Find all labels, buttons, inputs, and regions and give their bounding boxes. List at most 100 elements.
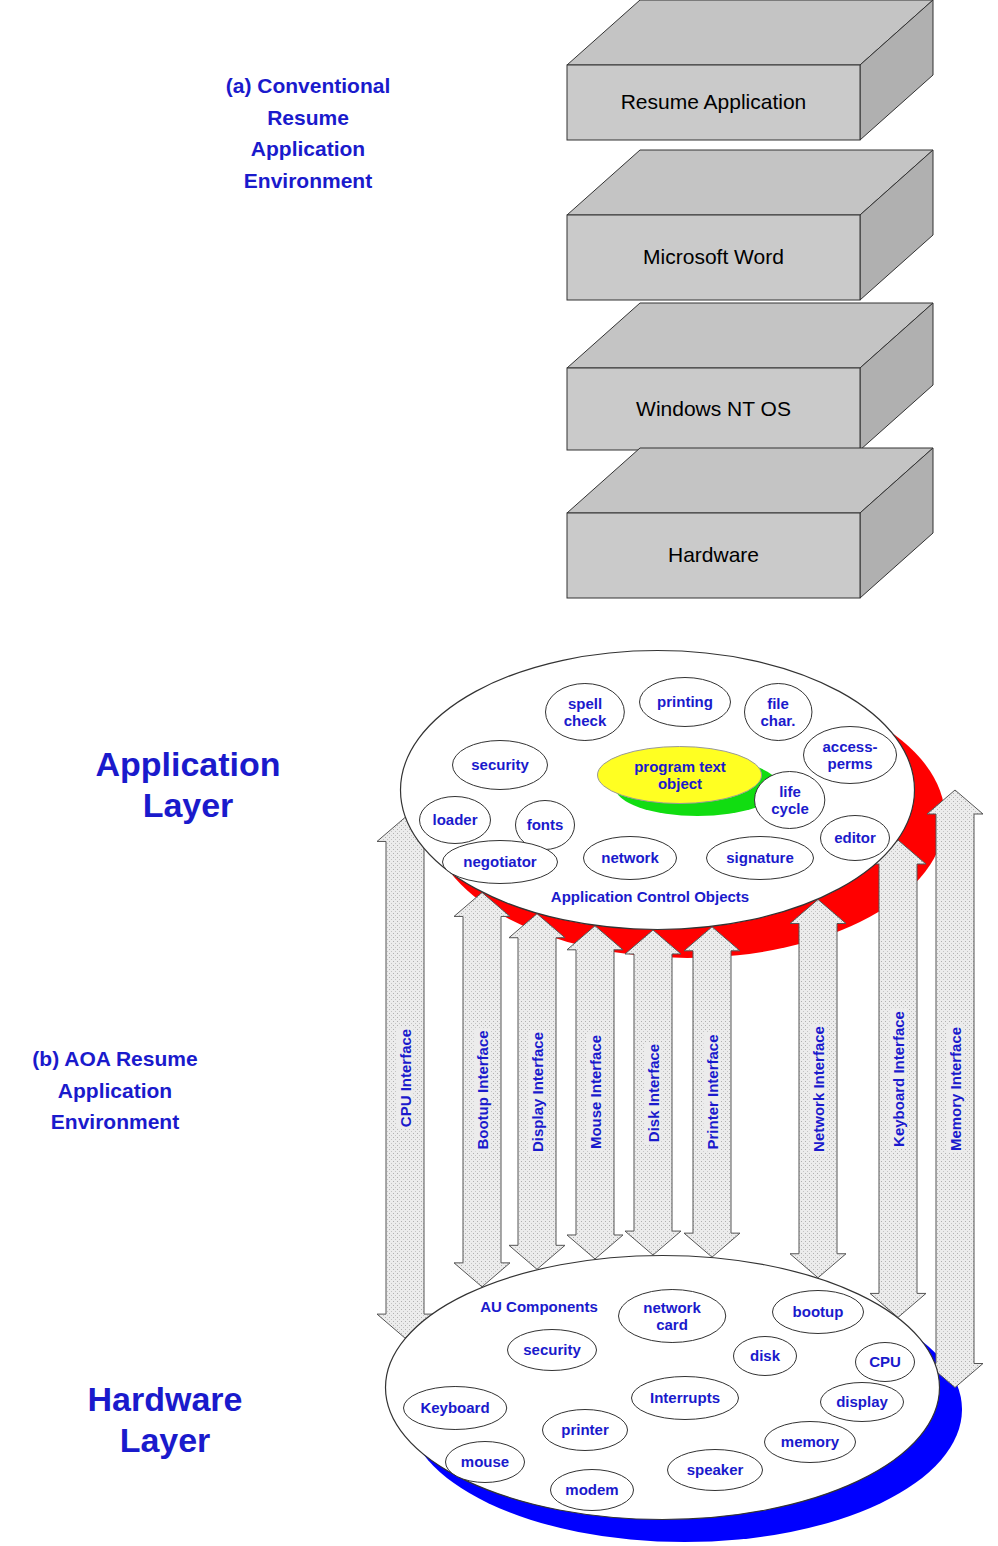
caption-label: Hardware Layer bbox=[45, 1379, 285, 1461]
interface-label: Keyboard Interface bbox=[890, 1009, 907, 1149]
node-label: Interrupts bbox=[650, 1389, 720, 1406]
interface-arrow bbox=[454, 892, 510, 1286]
caption-label: (a) Conventional Resume Application Envi… bbox=[213, 70, 403, 196]
ellipse-shape bbox=[821, 816, 890, 861]
ellipse-shape bbox=[755, 772, 825, 829]
component-ellipse: security bbox=[452, 740, 548, 790]
layer-ellipse: AU Componentsnetwork cardbootupsecurityd… bbox=[385, 1255, 940, 1520]
box-front bbox=[567, 65, 860, 140]
layer-title: Application Control Objects bbox=[551, 888, 749, 905]
layer-box: Microsoft Word bbox=[567, 215, 860, 300]
node-label: Keyboard bbox=[420, 1399, 489, 1416]
interface-label: Memory Interface bbox=[947, 1025, 964, 1153]
node-label: program text object bbox=[624, 758, 736, 793]
layer-box: Windows NT OS bbox=[567, 368, 860, 450]
interface-arrow bbox=[509, 914, 565, 1270]
node-label: memory bbox=[781, 1433, 839, 1450]
box-front bbox=[567, 368, 860, 450]
node-label: editor bbox=[834, 829, 876, 846]
component-ellipse: signature bbox=[706, 836, 814, 880]
ellipse-shape bbox=[543, 1410, 628, 1451]
node-label: loader bbox=[432, 811, 477, 828]
interface-label: CPU Interface bbox=[397, 1027, 414, 1129]
interface-arrow bbox=[927, 790, 983, 1388]
box-side bbox=[860, 448, 933, 598]
interface-label: Bootup Interface bbox=[474, 1028, 491, 1151]
ellipse-shape bbox=[598, 747, 762, 804]
interface-arrow bbox=[377, 817, 433, 1338]
interface-arrow bbox=[684, 927, 740, 1257]
node-label: printer bbox=[561, 1421, 609, 1438]
interface-arrow bbox=[625, 930, 681, 1255]
component-ellipse: printer bbox=[542, 1409, 628, 1451]
interface-label: Network Interface bbox=[810, 1024, 827, 1154]
component-ellipse: editor bbox=[820, 815, 890, 861]
node-label: Windows NT OS bbox=[636, 397, 791, 421]
component-ellipse: access-perms bbox=[803, 726, 897, 784]
box-side bbox=[860, 0, 933, 140]
ellipse-shape bbox=[443, 841, 558, 884]
node-label: fonts bbox=[527, 816, 564, 833]
layer-box: Resume Application bbox=[567, 65, 860, 140]
interface-label: Disk Interface bbox=[645, 1041, 662, 1143]
node-label: security bbox=[523, 1341, 581, 1358]
box-3d bbox=[567, 448, 933, 598]
node-label: access-perms bbox=[819, 738, 881, 773]
component-ellipse: mouse bbox=[445, 1441, 525, 1483]
node-label: life cycle bbox=[767, 783, 813, 818]
node-label: network card bbox=[636, 1299, 708, 1334]
node-label: Resume Application bbox=[621, 90, 807, 114]
caption-label: Application Layer bbox=[68, 744, 308, 826]
ellipse-shape bbox=[707, 837, 814, 880]
ellipse-shape bbox=[821, 1383, 904, 1422]
ellipse-shape bbox=[640, 678, 731, 727]
node-label: file char. bbox=[756, 695, 800, 730]
component-ellipse: printing bbox=[639, 677, 731, 727]
layer-box: Hardware bbox=[567, 513, 860, 598]
component-ellipse: spell check bbox=[545, 683, 625, 741]
node-label: Microsoft Word bbox=[643, 245, 784, 269]
node-label: network bbox=[601, 849, 659, 866]
node-label: speaker bbox=[687, 1461, 744, 1478]
node-label: negotiator bbox=[463, 853, 536, 870]
interface-label: Display Interface bbox=[529, 1029, 546, 1153]
component-ellipse: Interrupts bbox=[631, 1376, 739, 1420]
ellipse-shape bbox=[420, 797, 491, 844]
component-ellipse: display bbox=[820, 1382, 904, 1422]
component-ellipse: bootup bbox=[772, 1290, 864, 1334]
interface-label: Printer Interface bbox=[704, 1032, 721, 1151]
box-side bbox=[860, 150, 933, 300]
node-label: signature bbox=[726, 849, 794, 866]
ellipse-shape bbox=[734, 1337, 797, 1376]
layer-ellipse: Application Control Objects spell check pr… bbox=[400, 650, 915, 930]
component-ellipse: file char. bbox=[744, 683, 812, 741]
component-ellipse: disk bbox=[733, 1336, 797, 1376]
component-ellipse: security bbox=[507, 1329, 597, 1371]
component-ellipse: Keyboard bbox=[403, 1386, 507, 1430]
ellipse-shape bbox=[803, 727, 896, 784]
node-label: disk bbox=[750, 1347, 780, 1364]
ellipse-shape bbox=[744, 684, 811, 741]
ellipse-shape bbox=[856, 1343, 915, 1382]
node-label: printing bbox=[657, 693, 713, 710]
caption-label: (b) AOA Resume Application Environment bbox=[20, 1043, 210, 1138]
layer-ellipse-shape bbox=[386, 1256, 940, 1520]
node-label: security bbox=[471, 756, 529, 773]
node-label: Hardware bbox=[668, 543, 759, 567]
ellipse-shape bbox=[632, 1377, 739, 1420]
node-label: bootup bbox=[793, 1303, 844, 1320]
component-ellipse: program text object bbox=[597, 746, 762, 804]
component-ellipse: loader bbox=[419, 796, 491, 844]
box-3d bbox=[567, 303, 933, 450]
box-front bbox=[567, 513, 860, 598]
ellipse-shape bbox=[551, 1470, 634, 1511]
ellipse-shape bbox=[446, 1442, 525, 1483]
ellipse-shape bbox=[546, 684, 625, 741]
component-ellipse: life cycle bbox=[754, 771, 825, 829]
node-label: display bbox=[836, 1393, 888, 1410]
component-ellipse: CPU bbox=[855, 1342, 915, 1382]
component-ellipse: network bbox=[583, 836, 677, 880]
interface-arrow bbox=[870, 840, 926, 1317]
interface-arrow bbox=[790, 899, 846, 1277]
ellipse-shape bbox=[508, 1330, 597, 1371]
